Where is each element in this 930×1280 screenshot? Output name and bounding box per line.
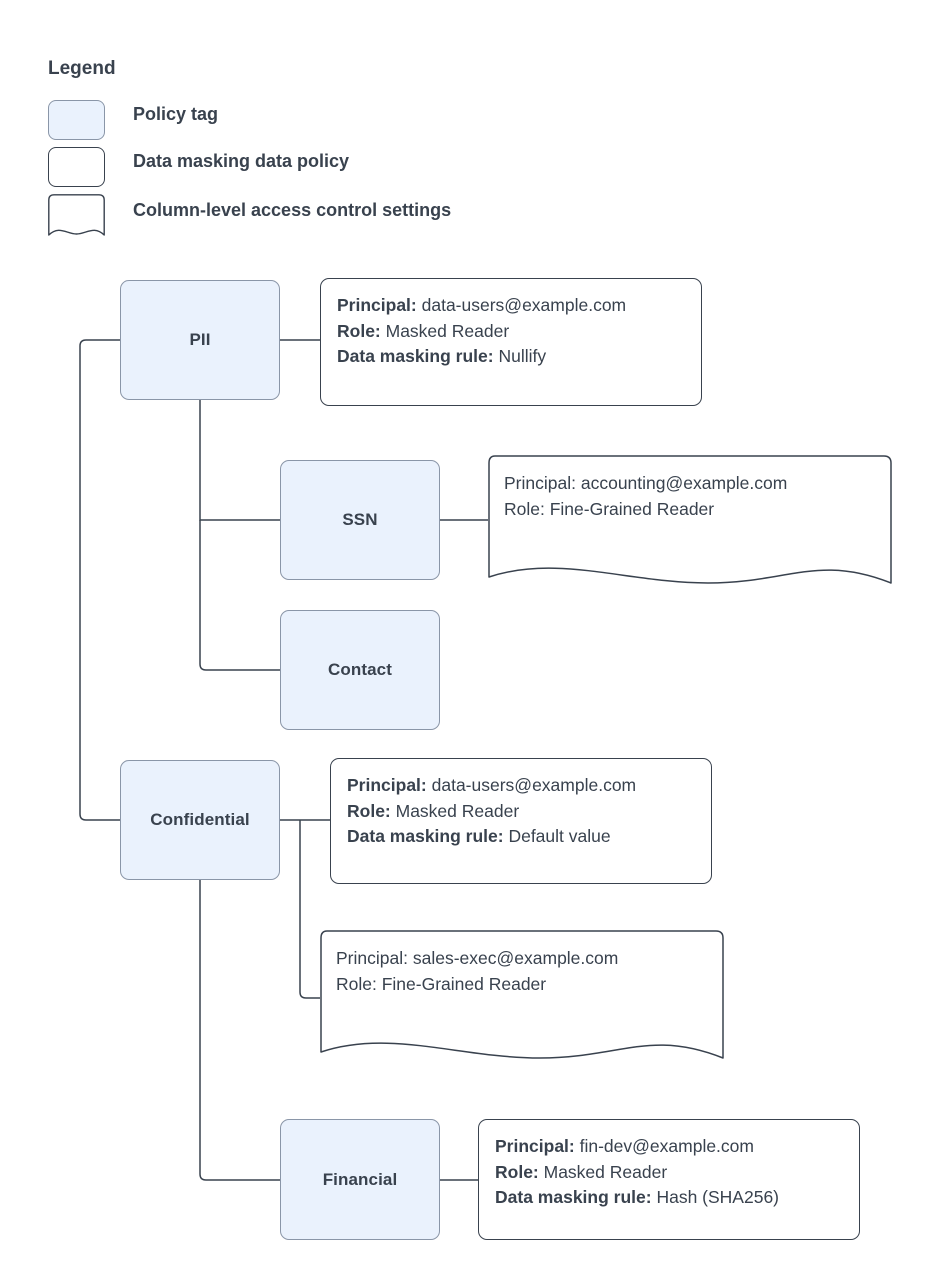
acl-box-confidential[interactable]: Principal: sales-exec@example.com Role: … <box>320 930 724 1060</box>
value-principal: data-users@example.com <box>421 295 627 315</box>
policy-principal-line: Principal: fin-dev@example.com <box>495 1134 843 1160</box>
value-masking-rule: Default value <box>508 826 611 847</box>
legend-label-data-policy: Data masking data policy <box>133 151 350 171</box>
value-principal: data-users@example.com <box>431 775 637 795</box>
value-masking-rule: Nullify <box>498 346 547 367</box>
legend-label-column-acl: Column-level access control settings <box>133 200 452 220</box>
policy-box-financial[interactable]: Principal: fin-dev@example.com Role: Mas… <box>478 1119 860 1240</box>
value-role: Fine-Grained Reader <box>381 973 547 994</box>
label-masking-rule: Data masking rule: <box>495 1187 652 1208</box>
policy-tag-swatch <box>48 100 105 140</box>
value-principal: sales-exec@example.com <box>412 948 619 968</box>
label-role: Role: <box>495 1161 539 1182</box>
node-ssn[interactable]: SSN <box>280 460 440 580</box>
label-role: Role: <box>337 320 381 341</box>
policy-box-pii[interactable]: Principal: data-users@example.com Role: … <box>320 278 702 406</box>
policy-role-line: Role: Fine-Grained Reader <box>336 972 708 998</box>
policy-role-line: Role: Masked Reader <box>495 1160 843 1186</box>
policy-role-line: Role: Masked Reader <box>337 319 685 345</box>
node-confidential-label: Confidential <box>150 810 250 829</box>
node-pii[interactable]: PII <box>120 280 280 400</box>
policy-masking-rule-line: Data masking rule: Hash (SHA256) <box>495 1185 843 1211</box>
value-principal: accounting@example.com <box>580 473 788 493</box>
node-confidential[interactable]: Confidential <box>120 760 280 880</box>
acl-box-ssn[interactable]: Principal: accounting@example.com Role: … <box>488 455 892 585</box>
policy-role-line: Role: Fine-Grained Reader <box>504 497 876 523</box>
acl-text: Principal: sales-exec@example.com Role: … <box>320 930 724 997</box>
value-masking-rule: Hash (SHA256) <box>656 1187 780 1208</box>
node-financial[interactable]: Financial <box>280 1119 440 1240</box>
label-role: Role: <box>504 498 545 519</box>
edge-spine-pii-confidential <box>79 339 120 821</box>
node-financial-label: Financial <box>322 1169 398 1189</box>
policy-box-confidential[interactable]: Principal: data-users@example.com Role: … <box>330 758 712 884</box>
value-role: Fine-Grained Reader <box>549 498 715 519</box>
edge-confidential-financial <box>199 880 280 1181</box>
column-acl-swatch <box>48 194 105 238</box>
policy-principal-line: Principal: data-users@example.com <box>347 773 695 799</box>
policy-role-line: Role: Masked Reader <box>347 799 695 825</box>
label-principal: Principal: <box>504 473 576 493</box>
label-role: Role: <box>347 800 391 821</box>
data-policy-swatch <box>48 147 105 187</box>
value-role: Masked Reader <box>385 320 510 341</box>
policy-principal-line: Principal: accounting@example.com <box>504 471 876 497</box>
value-principal: fin-dev@example.com <box>579 1136 754 1156</box>
label-principal: Principal: <box>347 775 427 795</box>
edge-pii-ssn <box>199 400 280 521</box>
acl-text: Principal: accounting@example.com Role: … <box>488 455 892 522</box>
legend-label-policy-tag: Policy tag <box>133 104 219 124</box>
label-principal: Principal: <box>495 1136 575 1156</box>
label-principal: Principal: <box>337 295 417 315</box>
node-pii-label: PII <box>189 330 211 349</box>
value-role: Masked Reader <box>543 1161 668 1182</box>
node-ssn-label: SSN <box>342 510 378 529</box>
value-role: Masked Reader <box>395 800 520 821</box>
label-role: Role: <box>336 973 377 994</box>
policy-principal-line: Principal: data-users@example.com <box>337 293 685 319</box>
node-contact-label: Contact <box>328 660 392 679</box>
label-masking-rule: Data masking rule: <box>337 346 494 367</box>
node-contact[interactable]: Contact <box>280 610 440 730</box>
policy-principal-line: Principal: sales-exec@example.com <box>336 946 708 972</box>
edge-pii-contact <box>199 520 280 671</box>
label-principal: Principal: <box>336 948 408 968</box>
policy-masking-rule-line: Data masking rule: Default value <box>347 824 695 850</box>
legend-title: Legend <box>48 58 116 79</box>
edge-confidential-acl <box>299 820 320 999</box>
policy-masking-rule-line: Data masking rule: Nullify <box>337 344 685 370</box>
label-masking-rule: Data masking rule: <box>347 826 504 847</box>
